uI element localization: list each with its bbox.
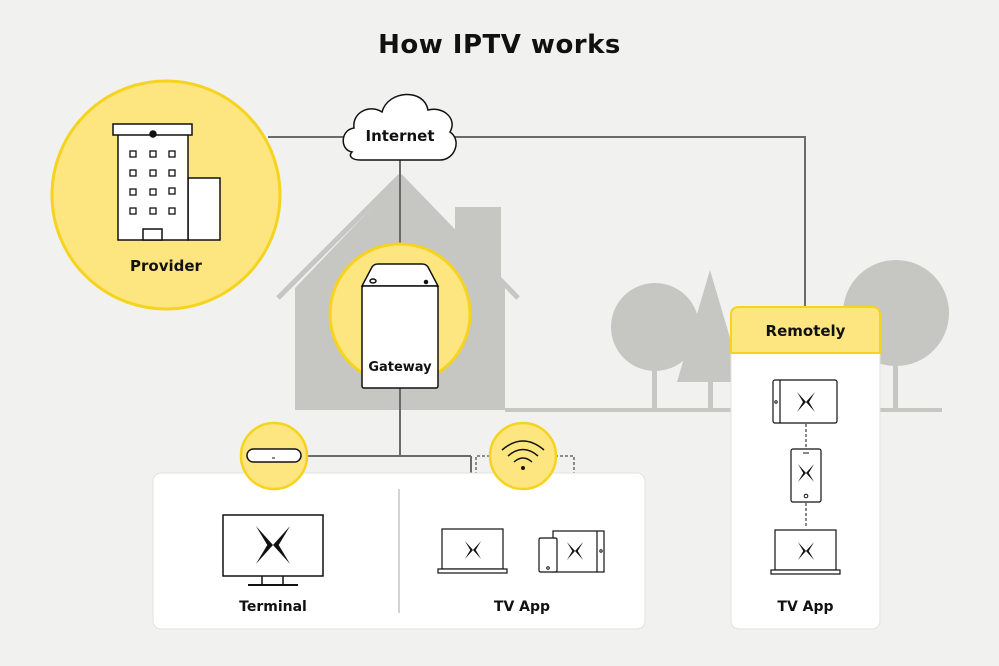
tv-icon: [222, 514, 324, 586]
internet-label: Internet: [365, 127, 435, 145]
building-icon: [112, 123, 221, 241]
remote-tv-app-label: TV App: [777, 599, 834, 615]
phone-icon: [538, 537, 558, 573]
router-icon: [360, 263, 440, 389]
provider-node[interactable]: [50, 79, 282, 311]
gateway-label: Gateway: [368, 360, 432, 375]
laptop-icon: [437, 528, 508, 574]
provider-label: Provider: [130, 257, 202, 275]
network-lines: [268, 136, 806, 520]
set-top-box-node[interactable]: [239, 421, 309, 491]
wifi-icon: [501, 440, 545, 470]
set-top-box-icon: [246, 448, 302, 463]
terminal-label: Terminal: [239, 599, 307, 615]
gateway-node[interactable]: [328, 242, 472, 389]
remote-phone-icon: [790, 448, 822, 503]
home-tv-app-label: TV App: [493, 599, 551, 615]
cloud-icon: [342, 93, 457, 161]
wifi-node[interactable]: [488, 421, 558, 491]
tablet-icon: [552, 530, 605, 573]
remote-tablet-icon: [772, 379, 838, 424]
remote-laptop-icon: [770, 529, 841, 575]
page-title: How IPTV works: [378, 30, 621, 60]
remotely-header: Remotely: [765, 322, 846, 340]
